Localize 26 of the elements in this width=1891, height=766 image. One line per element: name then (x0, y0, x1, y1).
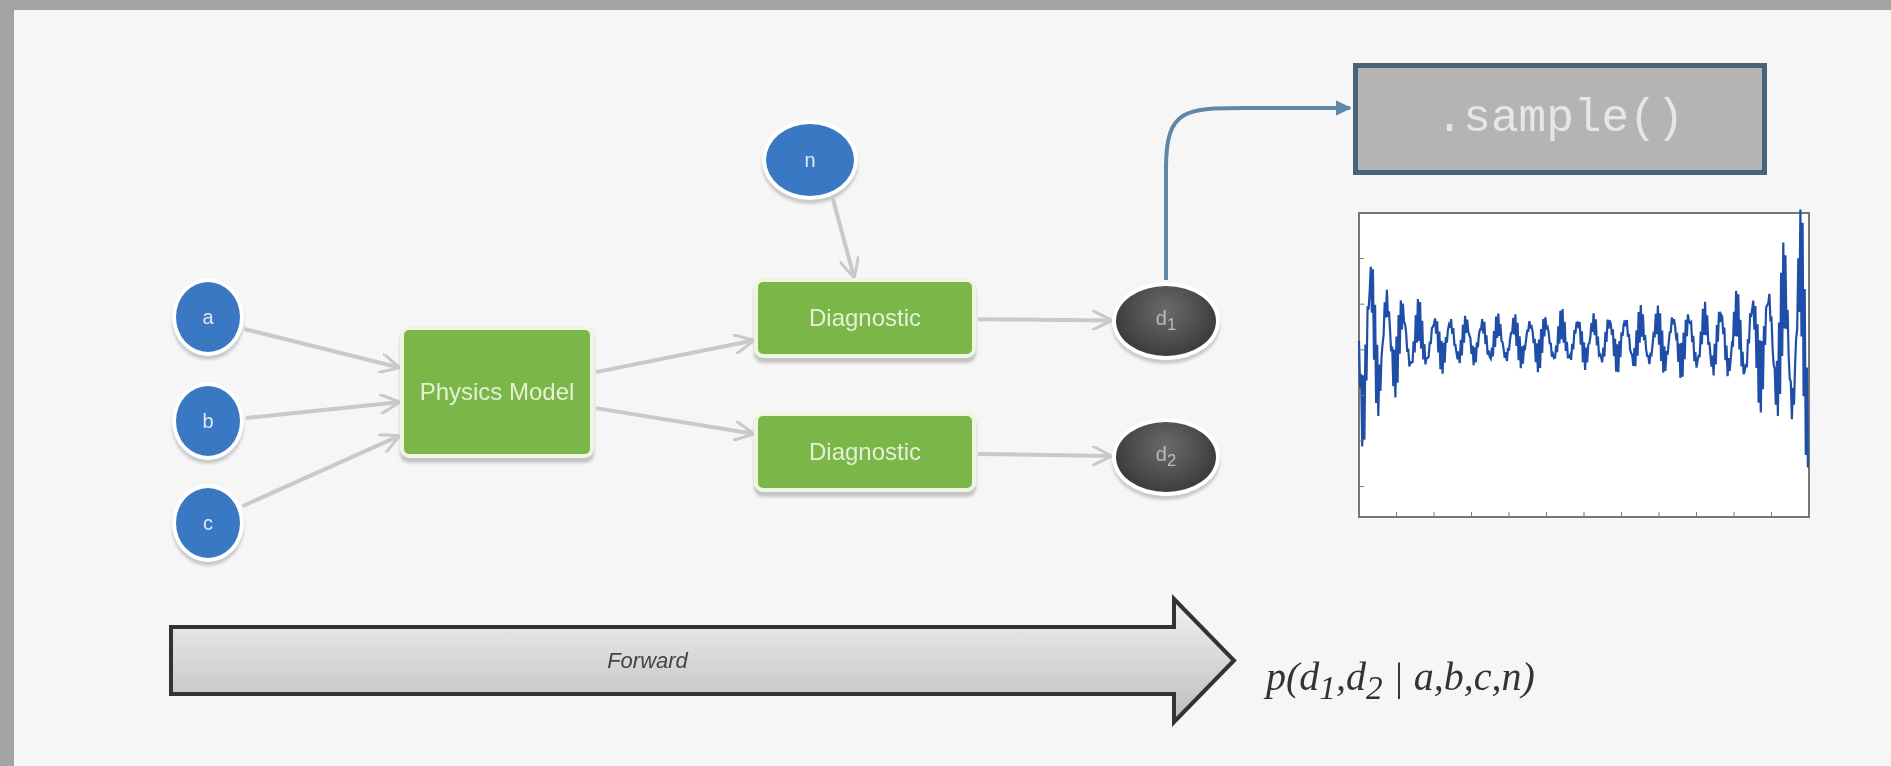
arrow (977, 308, 1114, 332)
variable-circle (172, 484, 244, 562)
node-label: d$_{1}$ (1155, 307, 1177, 335)
arrow (830, 196, 861, 280)
variable-circle (172, 382, 244, 460)
arrow (245, 392, 402, 420)
node-label: a (202, 305, 214, 329)
arrow (595, 332, 756, 375)
arrow (241, 433, 402, 508)
variable-circle (172, 278, 244, 356)
process-box (754, 412, 976, 492)
node-label: b (202, 409, 214, 433)
node-label: d$_{2}$ (1155, 443, 1177, 471)
node-label: n (804, 148, 816, 172)
process-box (754, 278, 976, 358)
arrow (243, 327, 402, 375)
arrow-label: Forward (607, 647, 688, 674)
arrow (977, 444, 1114, 468)
process-box (400, 326, 594, 458)
node-label: Diagnostic (808, 302, 922, 333)
node-label: c (203, 511, 213, 535)
node-label: Diagnostic (808, 436, 922, 467)
arrow (1164, 100, 1352, 280)
arrow (595, 406, 756, 443)
method-box (1353, 63, 1767, 175)
node-label: Physics Model (419, 376, 575, 407)
